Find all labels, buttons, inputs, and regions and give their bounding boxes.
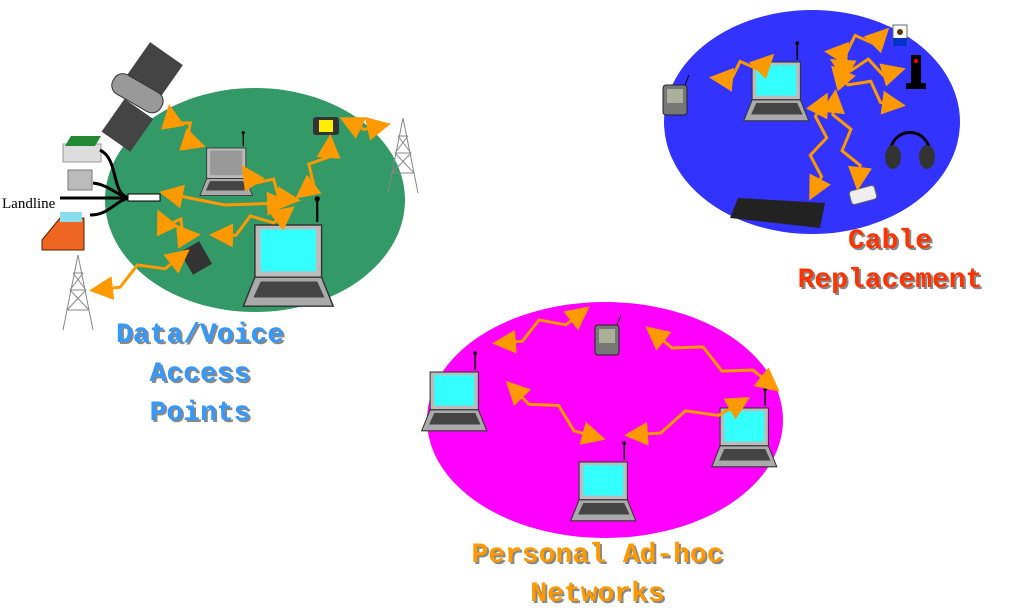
landline-cables — [60, 148, 131, 217]
radio-tower-icon — [62, 254, 94, 331]
headset-icon — [885, 131, 935, 169]
fax-machine-icon — [62, 136, 102, 163]
wireless-link-bolt — [156, 209, 201, 249]
keyboard-icon — [730, 198, 825, 228]
wireless-link-bolt — [821, 89, 872, 191]
label-line: Access — [149, 359, 251, 390]
laptop-icon — [569, 441, 637, 522]
laptop-icon — [420, 351, 488, 432]
server-cylinder-icon — [67, 169, 93, 191]
wireless-link-bolt — [339, 117, 391, 141]
data-voice-label: Data/Voice Access Points — [60, 316, 340, 433]
adhoc-network-label: Personal Ad-hoc Networks — [420, 536, 775, 614]
label-line: Replacement — [797, 265, 983, 296]
pda-icon — [594, 314, 622, 356]
access-point-icon — [127, 193, 161, 202]
landline-label: Landline — [2, 196, 56, 212]
wireless-link-bolt — [645, 326, 780, 392]
satellite-icon — [101, 42, 183, 152]
label-line: Points — [149, 398, 251, 429]
webcam-icon — [892, 24, 908, 46]
wireless-link-bolt — [624, 396, 751, 446]
wireless-link-bolt — [89, 249, 190, 300]
cable-replacement-zone — [664, 10, 960, 234]
label-line: Cable — [847, 226, 932, 257]
wireless-link-bolt — [161, 104, 206, 151]
laptop-icon — [242, 196, 335, 307]
label-line: Personal Ad-hoc — [471, 540, 724, 571]
joystick-icon — [906, 55, 926, 89]
wireless-link-bolt — [505, 380, 606, 445]
wireless-link-bolt — [209, 206, 295, 248]
wireless-link-bolt — [709, 53, 775, 92]
cash-register-icon — [41, 212, 85, 251]
wireless-link-bolt — [492, 306, 590, 354]
label-line: Data/Voice — [115, 320, 285, 351]
wireless-link-bolt — [831, 65, 906, 115]
cable-replacement-label: Cable Replacement — [760, 222, 1017, 300]
wireless-link-bolt — [824, 27, 890, 66]
pda-icon — [662, 74, 690, 116]
radio-tower-icon — [387, 117, 419, 194]
pager-icon — [313, 117, 339, 135]
wireless-link-bolt — [295, 134, 341, 199]
wireless-link-bolt — [159, 184, 291, 216]
wireless-link-bolt — [806, 92, 831, 201]
label-line: Networks — [530, 579, 665, 610]
